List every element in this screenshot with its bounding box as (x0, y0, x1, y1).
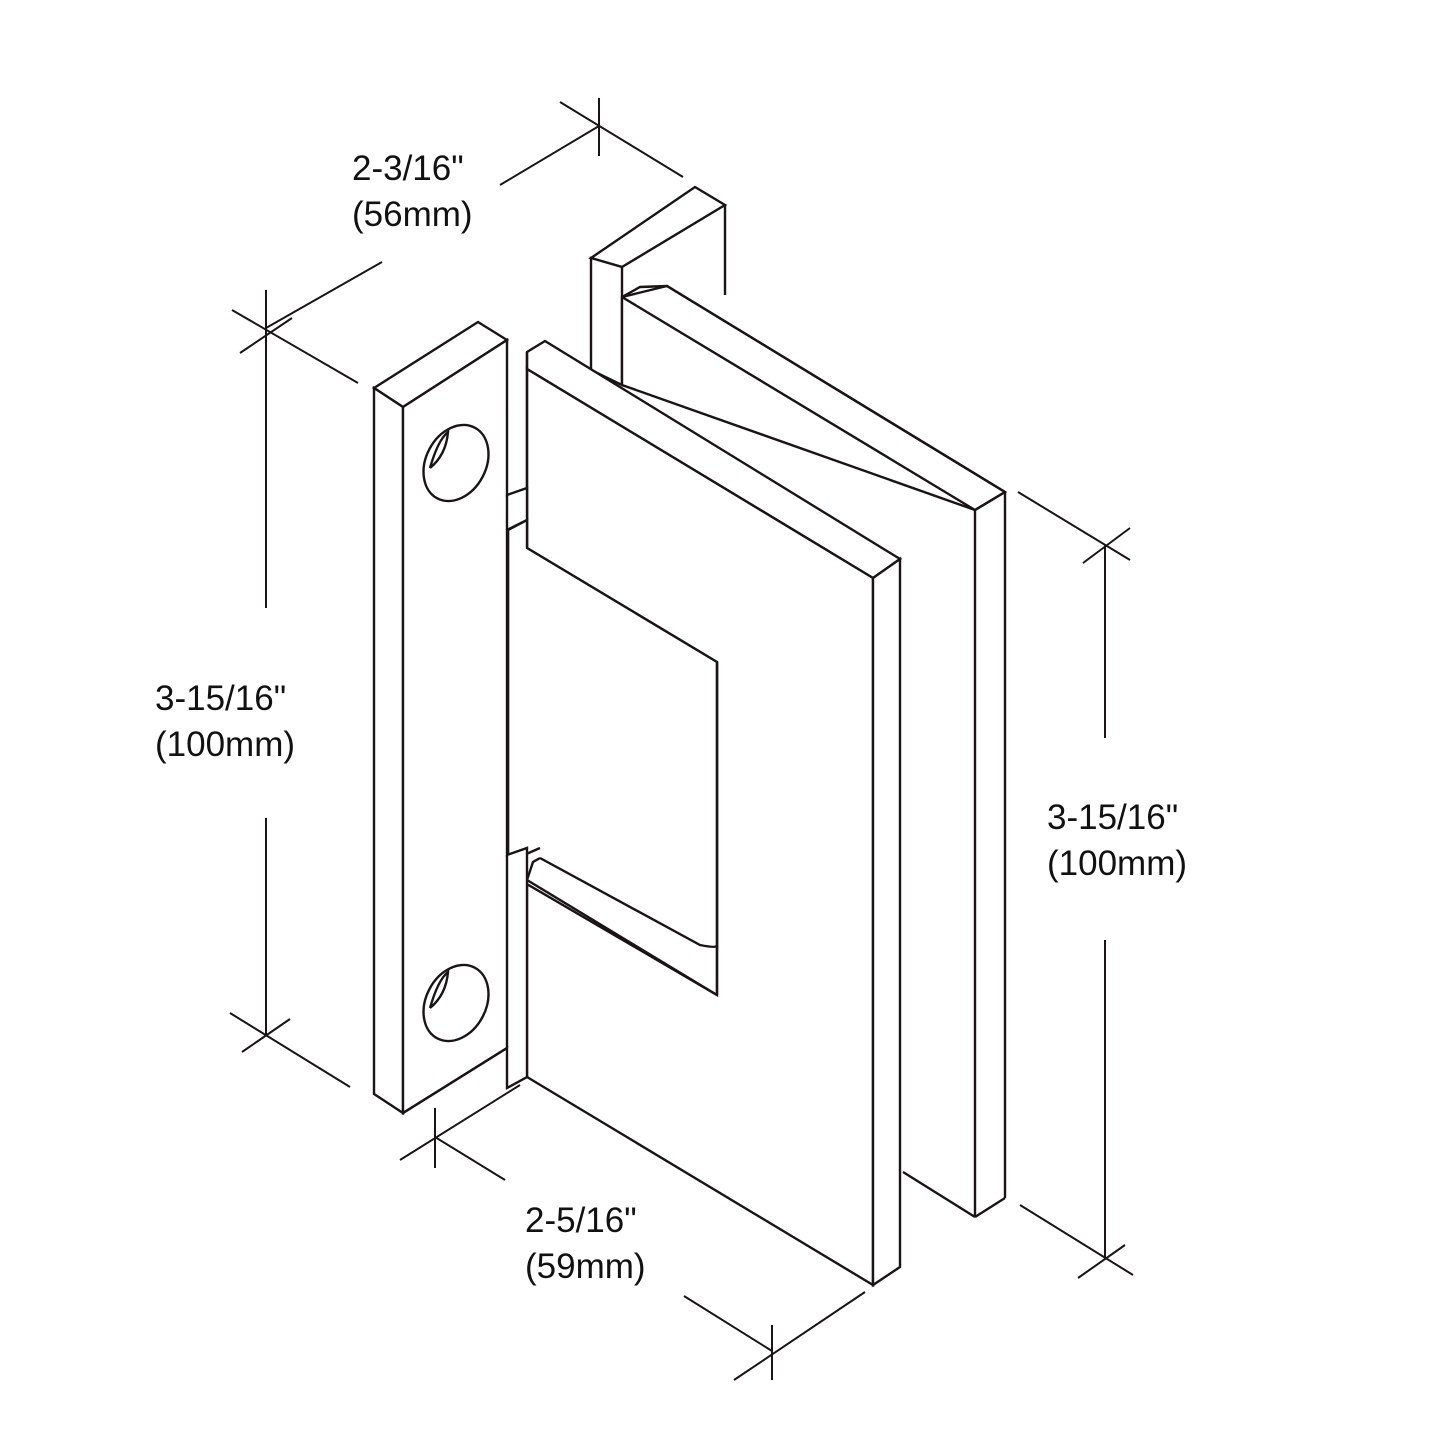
dim-bottom-width-metric: (59mm) (525, 1247, 646, 1286)
dim-bottom-width-imperial: 2-5/16" (525, 1201, 637, 1240)
dim-left-height-metric: (100mm) (155, 725, 296, 764)
wall-mount-plate (371, 320, 529, 1116)
dim-right-height-metric: (100mm) (1047, 844, 1188, 883)
screw-hole-top (422, 423, 490, 503)
rear-glass-plate (588, 185, 1008, 1219)
dim-top-depth-label: 2-3/16" (56mm) (352, 146, 473, 238)
dim-top-depth-imperial: 2-3/16" (352, 149, 464, 188)
front-glass-plate (525, 339, 903, 1288)
dim-left-height-imperial: 3-15/16" (155, 679, 287, 718)
dim-bottom-width-label: 2-5/16" (59mm) (525, 1198, 646, 1290)
dim-top-depth-metric: (56mm) (352, 195, 473, 234)
screw-hole-bottom (422, 963, 490, 1043)
dim-right-height-imperial: 3-15/16" (1047, 798, 1179, 837)
dim-right-height-label: 3-15/16" (100mm) (1047, 795, 1187, 887)
dimension-bottom-width (399, 1084, 866, 1381)
dimension-right-height (1017, 491, 1134, 1279)
dimension-left-height (229, 290, 351, 1088)
dim-left-height-label: 3-15/16" (100mm) (155, 676, 295, 768)
dimension-top-depth (231, 98, 684, 384)
